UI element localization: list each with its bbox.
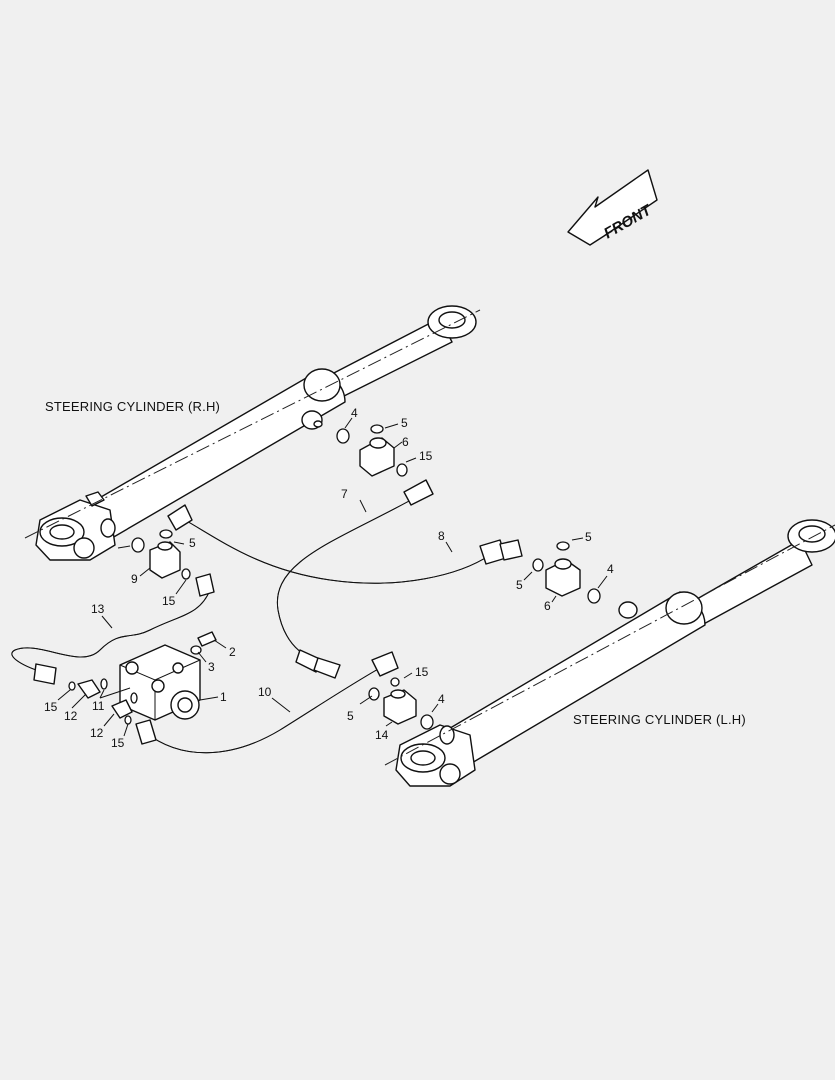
- callout-labels: 1 2 3 4 4 4 5 5 5 5 5 6 6 7 8 9 10 11 12…: [44, 406, 614, 750]
- fitting-12-lower: [111, 692, 138, 725]
- hose-7: [276, 479, 434, 679]
- fitting-14: [368, 677, 434, 730]
- callout-4-lh: 4: [607, 562, 614, 576]
- fitting-9: [131, 529, 191, 580]
- callout-5-lh: 5: [516, 578, 523, 592]
- callout-14: 14: [375, 728, 389, 742]
- callout-13: 13: [91, 602, 105, 616]
- callout-2: 2: [229, 645, 236, 659]
- callout-15-bottom: 15: [111, 736, 125, 750]
- callout-5-lh-top: 5: [585, 530, 592, 544]
- callout-15-rh: 15: [419, 449, 433, 463]
- fitting-12-upper: [68, 678, 108, 699]
- hose-8: [167, 504, 523, 584]
- callout-8: 8: [438, 529, 445, 543]
- callout-12-upper: 12: [64, 709, 78, 723]
- callout-5-valve: 5: [189, 536, 196, 550]
- callout-12-lower: 12: [90, 726, 104, 740]
- callout-5-lower: 5: [347, 709, 354, 723]
- callout-15-left: 15: [44, 700, 58, 714]
- leader-lines: [57, 417, 608, 737]
- callout-4-lower: 4: [438, 692, 445, 706]
- callout-6-lh: 6: [544, 599, 551, 613]
- callout-1: 1: [220, 690, 227, 704]
- valve-block: [119, 631, 217, 721]
- rh-cylinder-label: STEERING CYLINDER (R.H): [45, 399, 220, 414]
- callout-15-lower: 15: [415, 665, 429, 679]
- fitting-6-rh: [336, 424, 408, 477]
- lh-cylinder-label: STEERING CYLINDER (L.H): [573, 712, 746, 727]
- callout-10: 10: [258, 685, 272, 699]
- callout-9: 9: [131, 572, 138, 586]
- callout-5-rh: 5: [401, 416, 408, 430]
- hose-13: [11, 573, 215, 685]
- callout-6-rh: 6: [402, 435, 409, 449]
- callout-4-rh: 4: [351, 406, 358, 420]
- steering-cylinder-rh: [24, 305, 481, 561]
- callout-15-valve: 15: [162, 594, 176, 608]
- callout-3: 3: [208, 660, 215, 674]
- steering-cylinder-lh: [384, 519, 835, 787]
- hose-10: [135, 651, 399, 754]
- fitting-6-lh: [532, 541, 601, 604]
- callout-7: 7: [341, 487, 348, 501]
- front-arrow: FRONT: [567, 169, 658, 246]
- callout-11: 11: [92, 699, 105, 713]
